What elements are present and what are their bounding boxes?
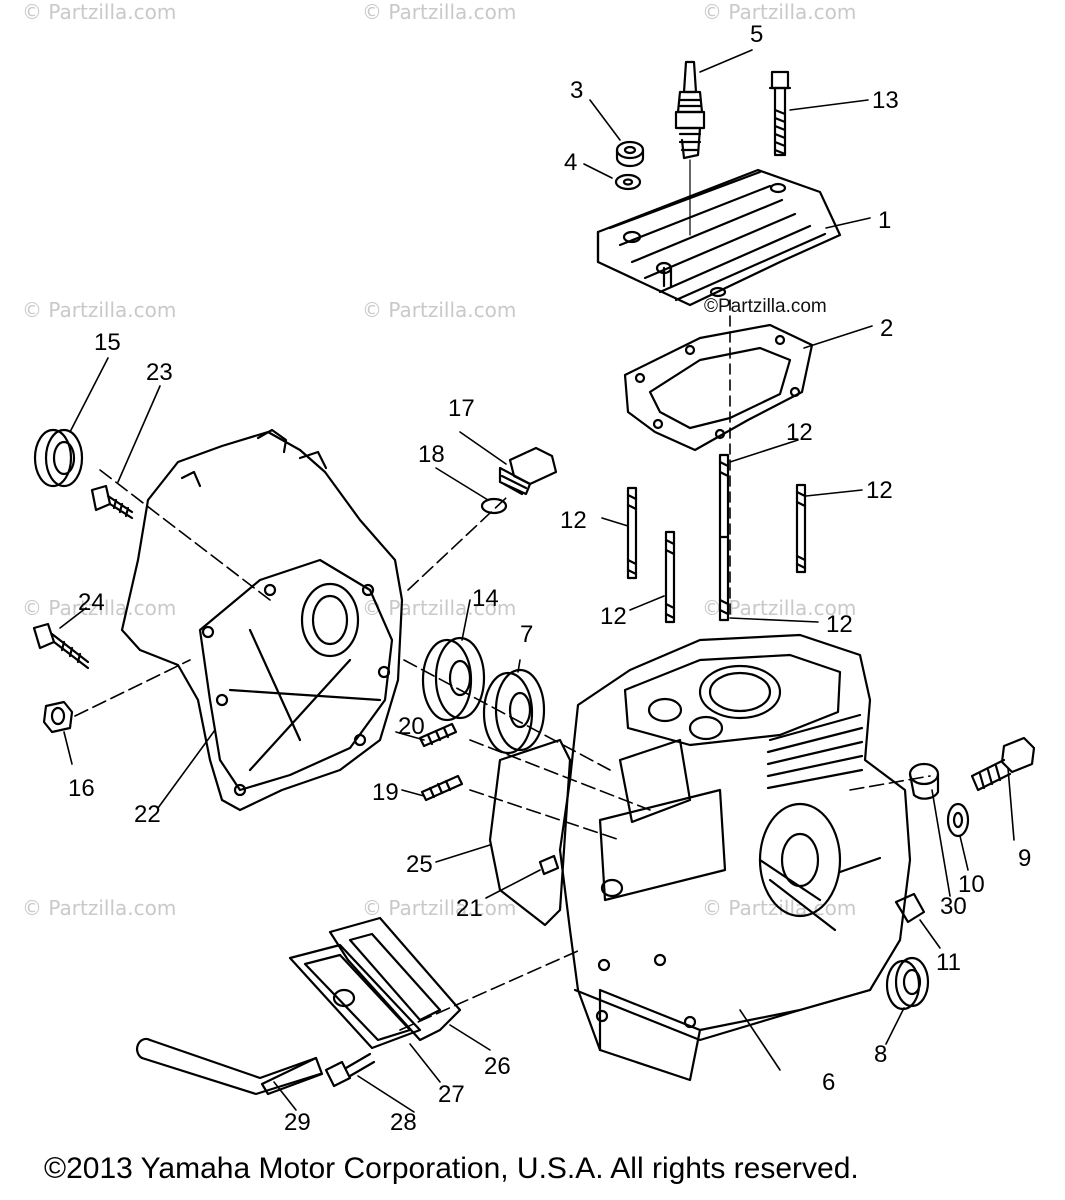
nut-part (42, 700, 74, 734)
callout-24: 23 (146, 359, 173, 386)
head-gasket-part (623, 323, 814, 452)
callout-12: 12 (866, 477, 893, 504)
dowel-part (420, 774, 464, 802)
copyright-notice: ©2013 Yamaha Motor Corporation, U.S.A. A… (44, 1152, 859, 1185)
oil-seal-part (33, 428, 84, 488)
callout-4: 4 (564, 149, 577, 176)
drain-bolt-part (970, 736, 1036, 792)
callout-16: 21 (456, 895, 483, 922)
hose-part (135, 1037, 324, 1096)
callout-2: 2 (880, 315, 893, 342)
callout-7: 7 (520, 621, 533, 648)
callout-10: 10 (958, 871, 985, 898)
callout-25: 24 (78, 589, 105, 616)
head-bolt-part (768, 70, 792, 157)
bearing-part (421, 636, 486, 722)
bearing-part (482, 668, 546, 755)
callout-12: 12 (826, 611, 853, 638)
oil-plug-part (498, 446, 558, 496)
bolt-part (90, 484, 134, 520)
callout-3: 3 (570, 77, 583, 104)
plug-part (908, 762, 940, 800)
callout-30: 30 (940, 893, 967, 920)
callout-9: 9 (1018, 845, 1031, 872)
bolt-part (324, 1052, 376, 1088)
breather-gasket-part (328, 916, 462, 1042)
callout-labels: 5 3 4 13 1 2 12 12 12 12 12 15 23 17 18 … (68, 21, 1031, 1136)
callout-29: 29 (284, 1109, 311, 1136)
watermark: © Partzilla.com (22, 596, 177, 620)
washer-part (946, 802, 970, 838)
callout-6: 6 (822, 1069, 835, 1096)
watermark-main: ©Partzilla.com (704, 296, 827, 317)
callout-20: 16 (68, 775, 95, 802)
watermark: © Partzilla.com (702, 0, 857, 24)
nut-part (615, 140, 645, 168)
dowel-part (418, 722, 458, 748)
watermark: © Partzilla.com (362, 596, 517, 620)
watermark: © Partzilla.com (362, 298, 517, 322)
callout-13: 13 (872, 87, 899, 114)
callout-17: 22 (134, 801, 161, 828)
callout-21: 17 (448, 395, 475, 422)
bolt-part (32, 622, 90, 670)
crankcase-cover-part (120, 428, 404, 812)
stud-part (626, 453, 807, 624)
breather-cover-part (288, 943, 422, 1050)
callout-1: 1 (878, 207, 891, 234)
callout-28: 28 (390, 1109, 417, 1136)
cylinder-head-part (596, 168, 842, 307)
watermark: © Partzilla.com (362, 896, 517, 920)
gasket-part (488, 738, 572, 927)
washer-part (614, 173, 642, 191)
callout-12: 12 (560, 507, 587, 534)
cap-part (894, 892, 926, 924)
callout-8: 8 (874, 1041, 887, 1068)
watermark: © Partzilla.com (22, 298, 177, 322)
callout-18: 14 (472, 585, 499, 612)
watermark: © Partzilla.com (22, 0, 177, 24)
pin-part (538, 854, 560, 876)
crankcase-part (558, 633, 912, 1082)
callout-23: 25 (406, 851, 433, 878)
callout-5: 5 (750, 21, 763, 48)
callout-12: 12 (786, 419, 813, 446)
leader-lines (59, 49, 1015, 1113)
callout-14: 19 (372, 779, 399, 806)
oil-seal-part (885, 956, 930, 1011)
callout-15: 20 (398, 713, 425, 740)
callout-26: 27 (438, 1081, 465, 1108)
watermark: © Partzilla.com (22, 896, 177, 920)
callout-11: 11 (936, 949, 961, 976)
callout-27: 26 (484, 1053, 511, 1080)
callout-22: 18 (418, 441, 445, 468)
watermark: © Partzilla.com (362, 0, 517, 24)
spark-plug-part (674, 60, 706, 236)
callout-12: 12 (600, 603, 627, 630)
o-ring-part (480, 497, 508, 515)
callout-19: 15 (94, 329, 121, 356)
